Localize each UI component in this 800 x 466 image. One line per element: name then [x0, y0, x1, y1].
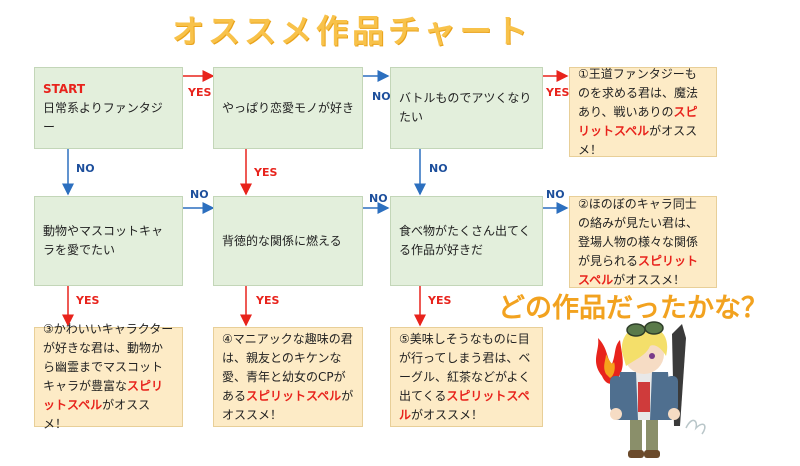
- result-2-text: ②ほのぼのキャラ同士の絡みが見たい君は、登場人物の様々な関係が見られる: [578, 196, 699, 268]
- node-q4: 動物やマスコットキャラを愛でたい: [34, 196, 183, 286]
- result-3-text: ③かわいいキャラクターが好きな君は、動物から幽霊までマスコットキャラが豊富な: [43, 322, 174, 393]
- character-illustration: [595, 321, 706, 458]
- node-q3: バトルものでアツくなりたい: [390, 67, 543, 149]
- node-start: START 日常系よりファンタジー: [34, 67, 183, 149]
- label-no-q5-q6: NO: [369, 192, 388, 205]
- result-1-highlight: スピリットスペル: [578, 104, 698, 138]
- question-heading: どの作品だったかな？: [498, 293, 768, 324]
- label-no-start-q4: NO: [76, 162, 95, 175]
- result-5: ⑤美味しそうなものに目が行ってしまう君は、ベーグル、紅茶などがよく出てくるスピリ…: [390, 327, 543, 427]
- result-3-suffix: がオススメ！: [43, 398, 151, 431]
- result-3-highlight: スピリットスペル: [43, 379, 164, 412]
- result-1: ①王道ファンタジーものを求める君は、魔法あり、戦いありのスピリットスペルがオスス…: [569, 67, 717, 157]
- result-1-text: ①王道ファンタジーものを求める君は、魔法あり、戦いありの: [578, 66, 699, 119]
- label-yes-start-q2: YES: [188, 86, 212, 99]
- node-start-text: 日常系よりファンタジー: [43, 100, 163, 134]
- page-title: オススメ作品チャート: [172, 12, 532, 50]
- label-yes-q6-r5: YES: [428, 294, 452, 307]
- label-no-q2-q3: NO: [372, 90, 391, 103]
- result-2: ②ほのぼのキャラ同士の絡みが見たい君は、登場人物の様々な関係が見られるスピリット…: [569, 196, 717, 288]
- node-q2-text: やっぱり恋愛モノが好き: [222, 100, 355, 115]
- result-3: ③かわいいキャラクターが好きな君は、動物から幽霊までマスコットキャラが豊富なスピ…: [34, 322, 183, 431]
- label-no-q6-r2: NO: [546, 188, 565, 201]
- label-no-q3-q6: NO: [429, 162, 448, 175]
- signature-mark: [685, 419, 706, 435]
- result-4: ④マニアックな趣味の君は、親友とのキケンな愛、青年と幼女のCPがあるスピリットス…: [213, 327, 363, 427]
- label-yes-q2-q5: YES: [254, 166, 278, 179]
- node-q6-text: 食べ物がたくさん出てくる作品が好きだ: [399, 224, 531, 257]
- label-yes-q5-r4: YES: [256, 294, 280, 307]
- result-5-text: ⑤美味しそうなものに目が行ってしまう君は、ベーグル、紅茶などがよく出てくる: [399, 331, 531, 403]
- node-q5-text: 背徳的な関係に燃える: [222, 233, 342, 248]
- label-no-q4-q5: NO: [190, 188, 209, 201]
- node-q6: 食べ物がたくさん出てくる作品が好きだ: [390, 196, 543, 286]
- result-1-suffix: がオススメ！: [578, 123, 698, 157]
- result-2-suffix: がオススメ！: [613, 272, 686, 287]
- label-yes-q4-r3: YES: [76, 294, 100, 307]
- label-yes-q3-r1: YES: [546, 86, 570, 99]
- result-5-suffix: がオススメ！: [411, 407, 484, 422]
- result-4-highlight: スピリットスペル: [246, 388, 342, 403]
- node-q5: 背徳的な関係に燃える: [213, 196, 363, 286]
- result-5-highlight: スピリットスペル: [399, 388, 530, 422]
- result-4-suffix: がオススメ！: [222, 388, 354, 422]
- node-q3-text: バトルものでアツくなりたい: [399, 91, 532, 124]
- result-4-text: ④マニアックな趣味の君は、親友とのキケンな愛、青年と幼女のCPがある: [222, 331, 353, 403]
- result-2-highlight: スピリットスペル: [578, 253, 699, 287]
- node-q4-text: 動物やマスコットキャラを愛でたい: [43, 224, 164, 257]
- start-label: START: [43, 81, 86, 96]
- node-q2: やっぱり恋愛モノが好き: [213, 67, 363, 149]
